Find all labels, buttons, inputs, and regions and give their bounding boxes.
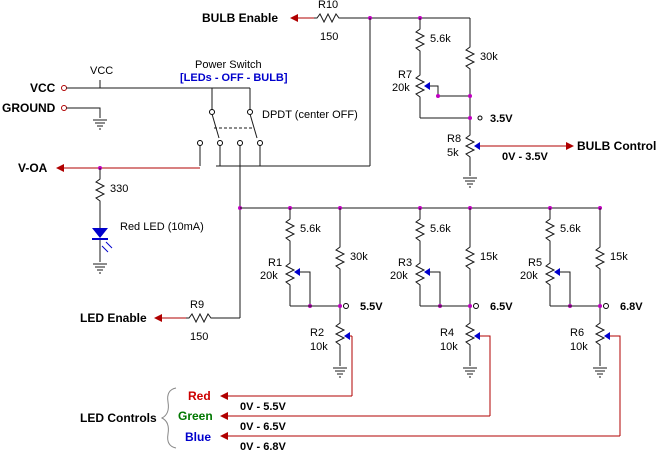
r10-name: R10 bbox=[318, 0, 338, 11]
pot-trim bbox=[544, 260, 556, 306]
vcc-small-label: VCC bbox=[90, 65, 113, 77]
r9-value: 150 bbox=[190, 331, 208, 343]
pot-trim bbox=[414, 260, 426, 306]
resistor-bulb-30k bbox=[465, 43, 475, 73]
pot2-value: 10k bbox=[570, 341, 588, 353]
r-top-label: 5.6k bbox=[560, 223, 581, 235]
pot-name: R5 bbox=[528, 257, 542, 269]
pot-name: R1 bbox=[268, 257, 282, 269]
led-enable-label: LED Enable bbox=[80, 311, 147, 325]
led-controls-label: LED Controls bbox=[80, 411, 157, 425]
green-output-label: Green bbox=[178, 409, 213, 423]
bulb-control-label: BULB Control bbox=[577, 139, 656, 153]
pot-trim bbox=[284, 260, 296, 306]
node-voltage: 5.5V bbox=[360, 301, 383, 313]
r9-name: R9 bbox=[190, 299, 204, 311]
resistor-5k6 bbox=[284, 216, 296, 244]
r10-value: 150 bbox=[320, 31, 338, 43]
bulb-enable-label: BULB Enable bbox=[202, 11, 278, 25]
pot-r7 bbox=[414, 72, 426, 118]
pot-name: R3 bbox=[398, 257, 412, 269]
red-led-label: Red LED (10mA) bbox=[120, 221, 204, 233]
led-controls-brace bbox=[160, 387, 177, 449]
blue-range: 0V - 6.8V bbox=[240, 441, 287, 453]
node-voltage: 6.5V bbox=[490, 301, 513, 313]
ground-icon bbox=[592, 367, 608, 378]
dpdt-switch[interactable] bbox=[197, 88, 263, 146]
bulb-5k6-label: 5.6k bbox=[430, 33, 451, 45]
r-side-label: 30k bbox=[350, 251, 368, 263]
resistor-330 bbox=[95, 175, 105, 205]
pot2-name: R2 bbox=[310, 327, 324, 339]
bulb-30k-label: 30k bbox=[480, 51, 498, 63]
green-range: 0V - 6.5V bbox=[240, 421, 287, 433]
r-side-label: 15k bbox=[480, 251, 498, 263]
ground-terminal bbox=[61, 105, 67, 111]
led-ground-icon bbox=[92, 263, 108, 274]
vcc-label: VCC bbox=[30, 81, 56, 95]
resistor-r10 bbox=[313, 13, 343, 23]
pot2-value: 10k bbox=[310, 341, 328, 353]
r-side-label: 15k bbox=[610, 251, 628, 263]
blue-output-label: Blue bbox=[185, 430, 211, 444]
pot-value: 20k bbox=[390, 270, 408, 282]
r7-value: 20k bbox=[392, 82, 410, 94]
pot-r8 bbox=[464, 132, 476, 176]
bulb-enable-arrow bbox=[290, 14, 298, 22]
node-voltage: 6.8V bbox=[620, 301, 643, 313]
resistor-bulb-5k6 bbox=[415, 25, 425, 55]
switch-modes: [LEDs - OFF - BULB] bbox=[180, 72, 288, 84]
power-switch-title: Power Switch bbox=[195, 59, 262, 71]
pot-value: 20k bbox=[520, 270, 538, 282]
bulb-range: 0V - 3.5V bbox=[502, 151, 549, 163]
r-top-label: 5.6k bbox=[430, 223, 451, 235]
r8-name: R8 bbox=[447, 133, 461, 145]
bulb-node-voltage: 3.5V bbox=[490, 113, 513, 125]
resistor-5k6 bbox=[544, 216, 556, 244]
ground-label: GROUND bbox=[2, 101, 56, 115]
r7-name: R7 bbox=[398, 69, 412, 81]
r330-label: 330 bbox=[110, 183, 128, 195]
red-led-icon bbox=[92, 228, 108, 238]
vcc-terminal bbox=[61, 85, 67, 91]
resistor-side bbox=[594, 244, 606, 272]
ground-icon bbox=[462, 367, 478, 378]
pot-output bbox=[334, 320, 346, 366]
red-range: 0V - 5.5V bbox=[240, 401, 287, 413]
r-top-label: 5.6k bbox=[300, 223, 321, 235]
red-output-label: Red bbox=[188, 389, 211, 403]
resistor-r9 bbox=[185, 313, 215, 323]
r8-value: 5k bbox=[447, 147, 459, 159]
pot-output bbox=[464, 320, 476, 366]
voa-label: V-OA bbox=[18, 161, 48, 175]
pot2-name: R4 bbox=[440, 327, 454, 339]
pot-output bbox=[594, 320, 606, 366]
resistor-5k6 bbox=[414, 216, 426, 244]
pot2-name: R6 bbox=[570, 327, 584, 339]
bulb-ground-icon bbox=[462, 177, 478, 188]
resistor-side bbox=[464, 244, 476, 272]
ground-icon bbox=[92, 119, 108, 130]
dpdt-label: DPDT (center OFF) bbox=[262, 109, 358, 121]
resistor-side bbox=[334, 244, 346, 272]
ground-icon bbox=[332, 367, 348, 378]
pot-value: 20k bbox=[260, 270, 278, 282]
pot2-value: 10k bbox=[440, 341, 458, 353]
